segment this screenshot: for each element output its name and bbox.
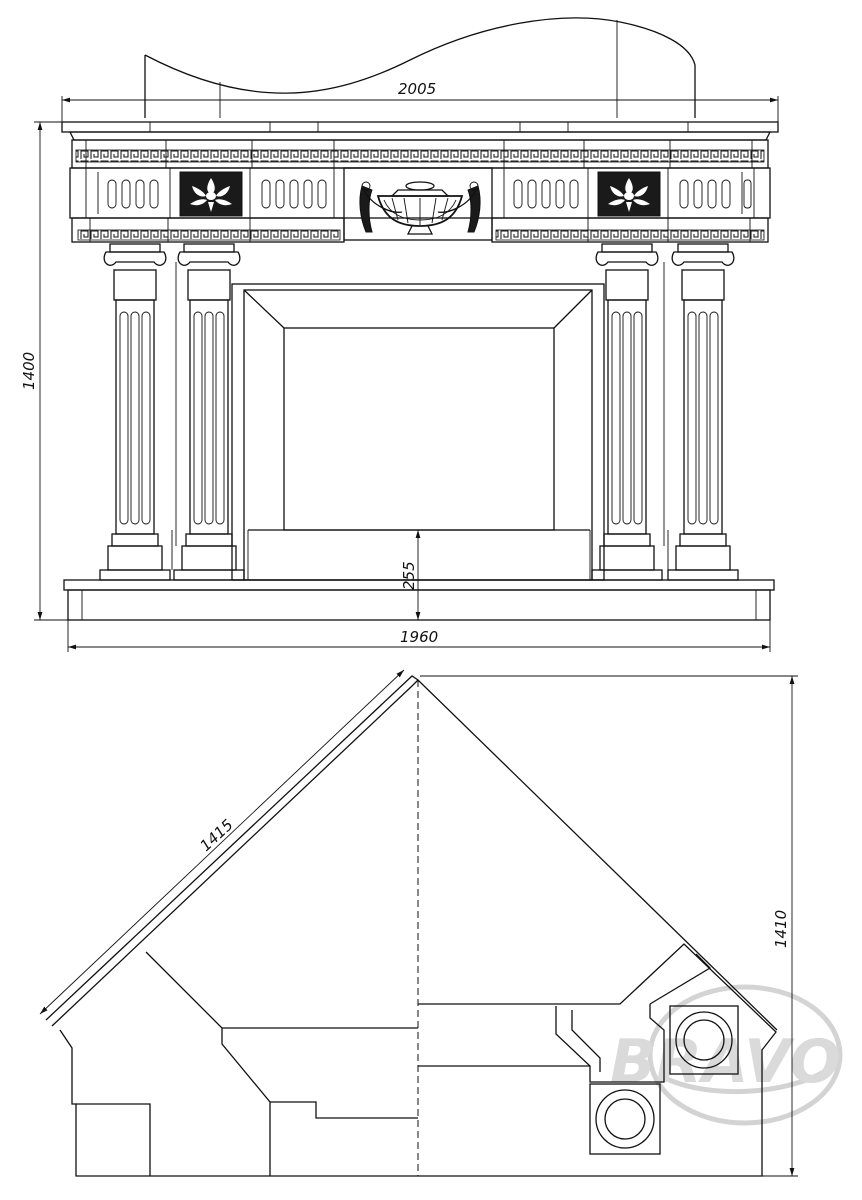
lower-meander-band [71, 217, 769, 243]
plan-view: BRAVO 141 [39, 669, 843, 1177]
dimension-hearth-height: 255 [400, 530, 421, 620]
frieze-flutes-right [513, 179, 752, 209]
rosette-ornament-right [597, 171, 661, 217]
column-4 [667, 243, 739, 581]
rosette-ornament-left [179, 171, 243, 217]
front-elevation: 2005 [20, 17, 779, 652]
watermark-text: BRAVO [610, 1027, 841, 1097]
frieze-flutes-left [107, 179, 327, 209]
dim-height-label: 1400 [20, 352, 38, 390]
back-pilasters [171, 262, 669, 570]
dimension-height: 1400 [20, 121, 70, 621]
dim-depth-label: 1410 [772, 910, 790, 948]
dim-base-width-label: 1960 [400, 628, 438, 646]
hearth-base [63, 579, 775, 621]
dimension-diagonal: 1415 [39, 669, 405, 1015]
dimension-total-width: 2005 [61, 80, 779, 124]
dim-total-width-label: 2005 [398, 80, 436, 98]
upper-meander-band [71, 139, 769, 169]
dim-diagonal-label: 1415 [196, 816, 236, 855]
column-2 [173, 243, 245, 581]
frieze [69, 167, 771, 241]
flue-opening-2 [589, 1083, 661, 1155]
dimension-base-width: 1960 [67, 620, 771, 652]
cornice [61, 121, 779, 141]
column-3 [591, 243, 663, 581]
watermark-logo: BRAVO [610, 984, 843, 1126]
urn-ornament-panel [343, 167, 493, 241]
flue-opening-1 [669, 1005, 739, 1075]
column-1 [99, 243, 171, 581]
dim-hearth-height-label: 255 [400, 561, 418, 590]
backdrop-panel [144, 17, 696, 118]
dimension-depth: 1410 [420, 675, 798, 1177]
